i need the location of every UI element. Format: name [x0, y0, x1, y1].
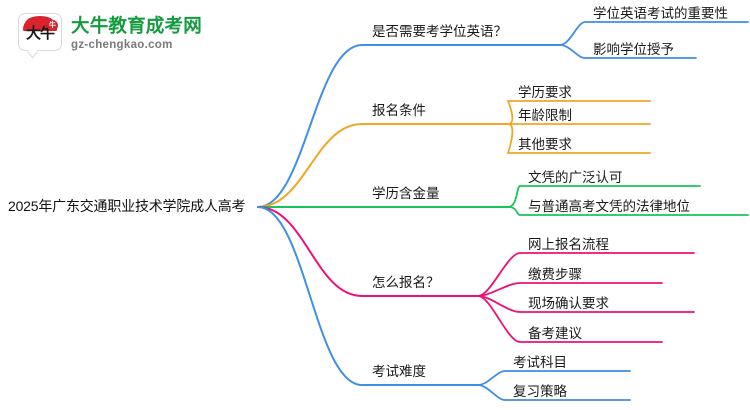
- connector-path: [477, 384, 631, 401]
- connector-path: [257, 206, 479, 297]
- branch-label-2[interactable]: 报名条件: [372, 103, 426, 118]
- branch-label-4[interactable]: 怎么报名？: [372, 275, 440, 290]
- logo-subtitle: gz-chengkao.com: [71, 38, 173, 51]
- connector-path: [507, 206, 749, 216]
- leaf-label-4-4[interactable]: 备考建议: [528, 326, 582, 341]
- connector-path: [559, 44, 697, 59]
- connector-path: [257, 123, 509, 208]
- connector-path: [257, 44, 561, 208]
- branch-label-3[interactable]: 学历含金量: [372, 186, 440, 201]
- leaf-label-3-2[interactable]: 与普通高考文凭的法律地位: [528, 199, 690, 214]
- leaf-label-4-2[interactable]: 缴费步骤: [528, 267, 582, 282]
- connector-path: [477, 370, 631, 386]
- connector-path: [559, 21, 749, 46]
- logo-badge-icon: 牛: [47, 20, 58, 31]
- leaf-label-1-1[interactable]: 学位英语考试的重要性: [593, 6, 728, 21]
- connector-path: [477, 282, 663, 297]
- connector-path: [257, 206, 479, 386]
- leaf-label-1-2[interactable]: 影响学位授予: [593, 42, 674, 57]
- connector-path: [507, 185, 701, 208]
- leaf-label-2-2[interactable]: 年龄限制: [518, 108, 572, 123]
- leaf-label-4-3[interactable]: 现场确认要求: [528, 296, 609, 311]
- connector-path: [477, 252, 695, 297]
- branch-label-1[interactable]: 是否需要考学位英语？: [372, 24, 507, 39]
- leaf-label-4-1[interactable]: 网上报名流程: [528, 237, 609, 252]
- root-node-label[interactable]: 2025年广东交通职业技术学院成人高考: [8, 198, 246, 214]
- leaf-label-2-1[interactable]: 学历要求: [518, 85, 572, 100]
- logo-mark-icon: 大牛 牛: [18, 11, 64, 57]
- connector-path: [477, 295, 663, 343]
- leaf-label-2-3[interactable]: 其他要求: [518, 137, 572, 152]
- connector-path: [506, 123, 651, 154]
- branch-label-5[interactable]: 考试难度: [372, 364, 426, 379]
- logo-text-block: 大牛教育成考网 gz-chengkao.com: [71, 15, 202, 51]
- leaf-label-3-1[interactable]: 文凭的广泛认可: [528, 170, 623, 185]
- logo-title: 大牛教育成考网: [71, 15, 202, 36]
- site-logo: 大牛 牛 大牛教育成考网 gz-chengkao.com: [18, 8, 208, 60]
- leaf-label-5-1[interactable]: 考试科目: [513, 355, 567, 370]
- leaf-label-5-2[interactable]: 复习策略: [513, 384, 567, 399]
